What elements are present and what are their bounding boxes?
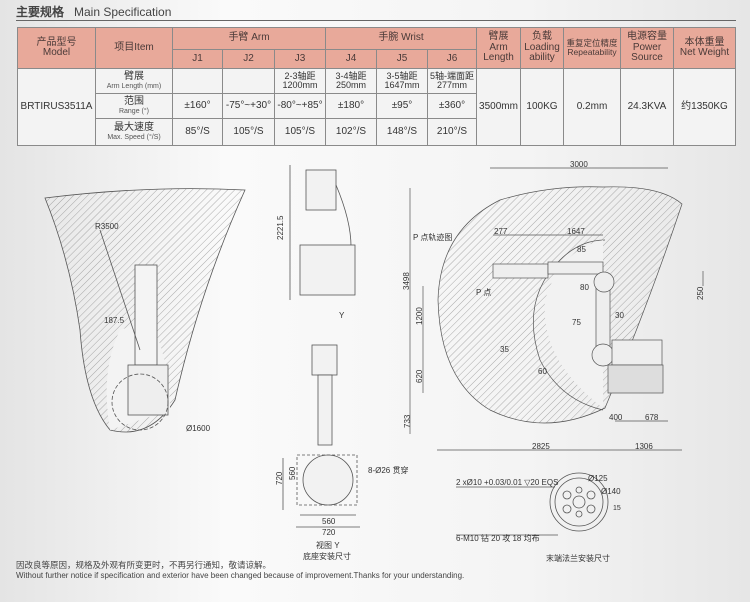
model-cell: BRTIRUS3511A xyxy=(17,68,96,146)
dim-2825: 2825 xyxy=(532,442,550,451)
header-j5: J5 xyxy=(376,49,428,69)
base-caption: 底座安装尺寸 xyxy=(303,551,351,561)
dim-620: 620 xyxy=(415,369,424,383)
cell: 105°/S xyxy=(274,118,326,146)
cell: 85°/S xyxy=(172,118,223,146)
dim-250: 250 xyxy=(696,286,705,300)
top-view-drawing xyxy=(44,188,246,433)
dim-187: 187.5 xyxy=(104,316,125,325)
cell: ±95° xyxy=(376,93,428,119)
cell: 3-5轴距 1647mm xyxy=(376,68,428,94)
power-cell: 24.3KVA xyxy=(620,68,674,146)
cell: 2-3轴距 1200mm xyxy=(274,68,326,94)
cell: 102°/S xyxy=(325,118,377,146)
cell: -80°~+85° xyxy=(274,93,326,119)
angle-75: 75 xyxy=(572,318,581,327)
footer-note-en: Without further notice if specification … xyxy=(16,571,465,580)
dia-140: Ø140 xyxy=(601,487,621,496)
angle-35: 35 xyxy=(500,345,509,354)
cell: 210°/S xyxy=(427,118,477,146)
dim-277: 277 xyxy=(494,227,508,236)
view-y-arrow: Y xyxy=(339,311,345,320)
section-title: 主要规格 Main Specification xyxy=(16,3,171,20)
header-j3: J3 xyxy=(274,49,326,69)
angle-30: 30 xyxy=(615,311,624,320)
view-y-caption: 视图 Y xyxy=(316,540,340,550)
p-point-label: P 点 xyxy=(476,288,491,297)
cell xyxy=(222,68,275,94)
dim-1306: 1306 xyxy=(635,442,653,451)
tap-holes-label: 6-M10 钻 20 攻 18 均布 xyxy=(456,533,540,543)
title-cn: 主要规格 xyxy=(16,5,65,19)
p-track-label: P 点轨迹图 xyxy=(413,232,452,242)
dia-1600: Ø1600 xyxy=(186,424,211,433)
dim-678: 678 xyxy=(645,413,659,422)
dim-3498: 3498 xyxy=(402,272,411,290)
range-dimensions: 3000 3498 277 1647 P 点轨迹图 P 点 85 80 75 3… xyxy=(402,160,705,451)
dim-2221: 2221.5 xyxy=(276,215,285,240)
arm-length-cell: 3500mm xyxy=(476,68,521,146)
weight-cell: 约1350KG xyxy=(673,68,736,146)
cell: 148°/S xyxy=(376,118,428,146)
flange-drawing xyxy=(456,472,609,536)
dim-560-v: 560 xyxy=(288,466,297,480)
working-range-drawing xyxy=(409,167,704,451)
dim-560: 560 xyxy=(322,517,336,526)
dim-1200: 1200 xyxy=(415,307,424,325)
repeatability-cell: 0.2mm xyxy=(563,68,621,146)
footer-note-cn: 因改良等原因，规格及外观有所变更时，不再另行通知，敬请谅解。 xyxy=(16,560,272,570)
dim-3000: 3000 xyxy=(570,160,588,169)
angle-60: 60 xyxy=(538,367,547,376)
header-wrist: 手腕 Wrist xyxy=(325,27,477,50)
pin-holes-label: 2 xØ10 +0.03/0.01 ▽20 EQS xyxy=(456,478,558,487)
cell: ±180° xyxy=(325,93,377,119)
side-view-drawing xyxy=(282,165,360,528)
cell: ±160° xyxy=(172,93,223,119)
dim-1647: 1647 xyxy=(567,227,585,236)
angle-80: 80 xyxy=(580,283,589,292)
divider xyxy=(16,20,736,21)
title-en: Main Specification xyxy=(74,5,172,19)
dim-733: 733 xyxy=(403,414,412,428)
dim-720-v: 720 xyxy=(275,471,284,485)
dim-400: 400 xyxy=(609,413,623,422)
cell: 105°/S xyxy=(222,118,275,146)
loading-cell: 100KG xyxy=(520,68,564,146)
angle-85: 85 xyxy=(577,245,586,254)
holes-label: 8-Ø26 贯穿 xyxy=(368,465,408,475)
flange-caption: 末端法兰安装尺寸 xyxy=(546,553,610,563)
dim-15: 15 xyxy=(613,505,621,512)
radius-label: R3500 xyxy=(95,222,119,231)
dim-720: 720 xyxy=(322,528,336,537)
dia-125: Ø125 xyxy=(588,474,608,483)
header-item: 项目Item xyxy=(95,27,173,69)
